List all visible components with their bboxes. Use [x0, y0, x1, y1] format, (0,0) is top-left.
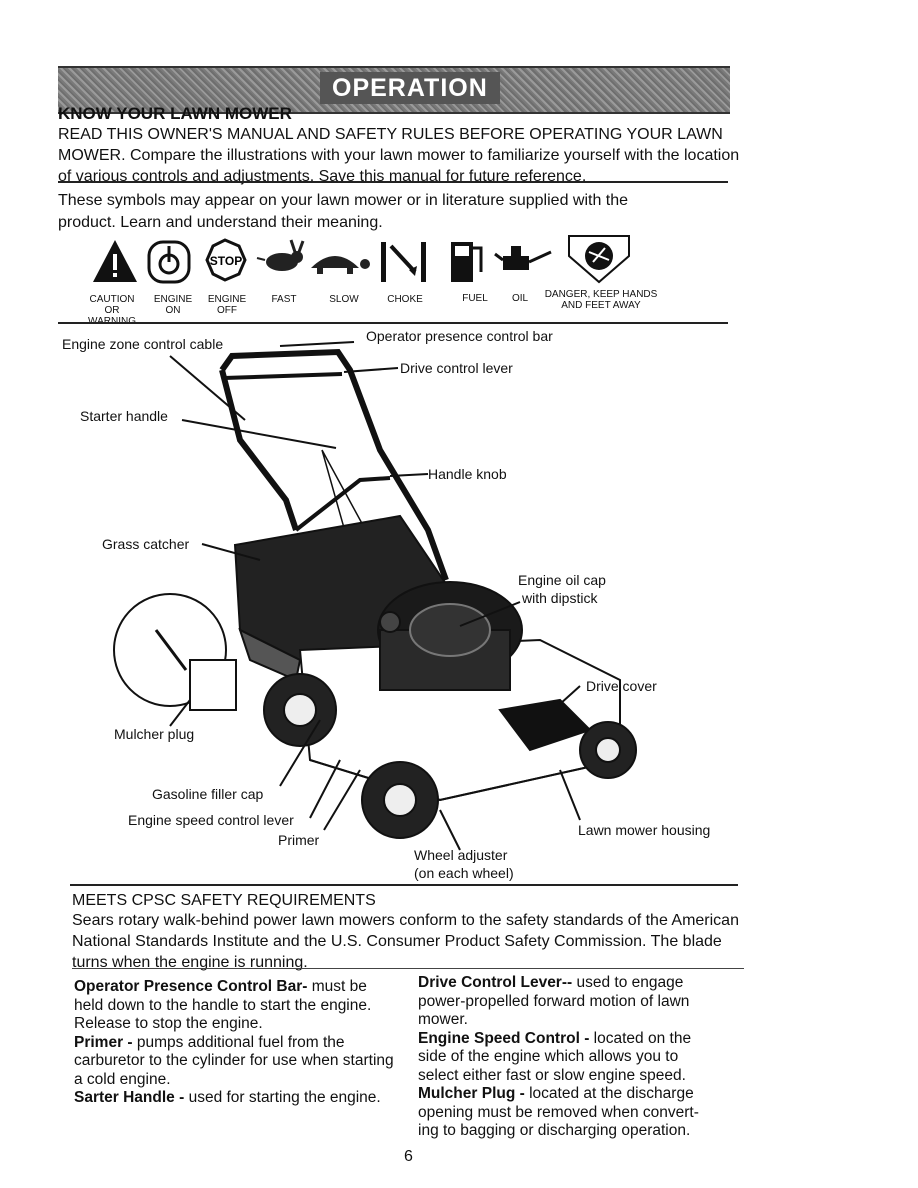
label-oil-cap: Engine oil cap: [518, 572, 606, 588]
fast-rabbit-icon: [256, 239, 305, 271]
know-line-1: READ THIS OWNER'S MANUAL AND SAFETY RULE…: [58, 126, 723, 143]
cpsc-line-2: National Standards Institute and the U.S…: [72, 933, 722, 950]
engine-on-icon: [147, 240, 191, 284]
engine-off-icon: STOP: [205, 238, 247, 282]
left-descriptions: Operator Presence Control Bar- must be h…: [74, 978, 394, 1106]
symbol-icons: STOP: [93, 235, 630, 284]
divider: [70, 884, 738, 886]
banner-title: OPERATION: [320, 72, 500, 104]
know-line-2: MOWER. Compare the illustrations with yo…: [58, 147, 740, 164]
know-heading: KNOW YOUR LAWN MOWER: [58, 104, 292, 123]
keep-hands-away-icon: [568, 235, 630, 284]
symbol-label-fast: FAST: [271, 294, 297, 305]
label-mulcher-plug: Mulcher plug: [114, 726, 195, 742]
label-engine-zone-cable: Engine zone control cable: [62, 336, 224, 352]
oil-can-icon: [494, 246, 552, 270]
label-presence-bar: Operator presence control bar: [366, 328, 553, 344]
caution-warning-icon: [93, 240, 137, 282]
label-oil-cap-dipstick: with dipstick: [522, 590, 598, 606]
label-starter-handle: Starter handle: [80, 408, 168, 424]
label-primer: Primer: [278, 832, 320, 848]
symbol-label-oil: OIL: [511, 293, 529, 304]
label-housing: Lawn mower housing: [578, 822, 711, 838]
cpsc-line-1: Sears rotary walk-behind power lawn mowe…: [72, 912, 739, 929]
label-handle-knob: Handle knob: [428, 466, 507, 482]
symbol-label-choke: CHOKE: [387, 294, 423, 305]
symbols-intro-2: product. Learn and understand their mean…: [58, 214, 383, 231]
know-line-3: of various controls and adjustments. Sav…: [58, 168, 587, 185]
divider: [58, 181, 728, 183]
label-drive-lever: Drive control lever: [400, 360, 513, 376]
label-wheel-adjuster: Wheel adjuster: [414, 847, 508, 863]
symbol-label-fuel: FUEL: [462, 293, 488, 304]
cpsc-heading: MEETS CPSC SAFETY REQUIREMENTS: [72, 892, 376, 909]
divider: [72, 968, 744, 969]
label-drive-cover: Drive cover: [586, 678, 657, 694]
page-number: 6: [404, 1148, 413, 1165]
right-descriptions: Drive Control Lever-- used to engage pow…: [418, 974, 699, 1139]
symbols-intro-1: These symbols may appear on your lawn mo…: [58, 192, 629, 209]
cpsc-line-3: turns when the engine is running.: [72, 954, 308, 971]
label-grass-catcher: Grass catcher: [102, 536, 190, 552]
section-banner: OPERATION: [58, 66, 730, 114]
lawn-mower-illustration: [113, 341, 637, 851]
choke-icon: [381, 242, 426, 282]
label-gas-cap: Gasoline filler cap: [152, 786, 264, 802]
label-wheel-adjuster-note: (on each wheel): [414, 865, 514, 881]
slow-turtle-icon: [311, 256, 370, 274]
symbol-label-slow: SLOW: [329, 294, 359, 305]
divider: [58, 322, 728, 324]
fuel-pump-icon: [451, 242, 483, 282]
svg-text:STOP: STOP: [210, 254, 242, 268]
label-speed-lever: Engine speed control lever: [128, 812, 294, 828]
